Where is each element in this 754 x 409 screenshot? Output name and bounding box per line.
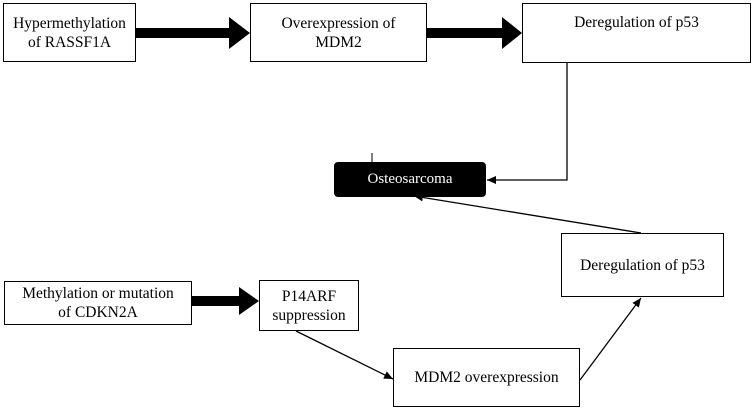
arrow-mdm2-bottom-to-p53-bottom <box>579 297 642 381</box>
node-mdm2-top: Overexpression of MDM2 <box>250 3 427 62</box>
node-mdm2-bottom-label: MDM2 overexpression <box>414 369 559 386</box>
arrow-p53-top-to-osteosarcoma <box>487 63 568 184</box>
node-p53-top: Deregulation of p53 <box>522 3 751 63</box>
node-p14arf-label: P14ARF suppression <box>272 287 346 324</box>
node-mdm2-top-label: Overexpression of MDM2 <box>281 14 396 51</box>
arrow-mdm2-to-p53-top <box>427 17 522 49</box>
node-cdkn2a: Methylation or mutation of CDKN2A <box>4 281 192 325</box>
arrow-p14arf-to-mdm2-bottom <box>295 330 394 380</box>
node-rassf1a: Hypermethylation of RASSF1A <box>3 3 136 62</box>
node-p53-bottom-label: Deregulation of p53 <box>580 256 705 274</box>
node-osteosarcoma-label: Osteosarcoma <box>367 171 453 187</box>
arrow-cdkn2a-to-p14arf <box>192 287 259 315</box>
node-p53-bottom: Deregulation of p53 <box>561 233 724 297</box>
node-cdkn2a-label: Methylation or mutation of CDKN2A <box>22 285 174 321</box>
node-p53-top-label: Deregulation of p53 <box>574 14 699 31</box>
arrow-rassf1a-to-mdm2 <box>136 17 250 49</box>
node-rassf1a-label: Hypermethylation of RASSF1A <box>13 14 126 51</box>
arrow-p53-bottom-to-osteosarcoma <box>413 193 642 234</box>
node-p14arf: P14ARF suppression <box>259 280 359 331</box>
node-mdm2-bottom: MDM2 overexpression <box>393 348 580 407</box>
node-osteosarcoma: Osteosarcoma <box>334 162 486 197</box>
